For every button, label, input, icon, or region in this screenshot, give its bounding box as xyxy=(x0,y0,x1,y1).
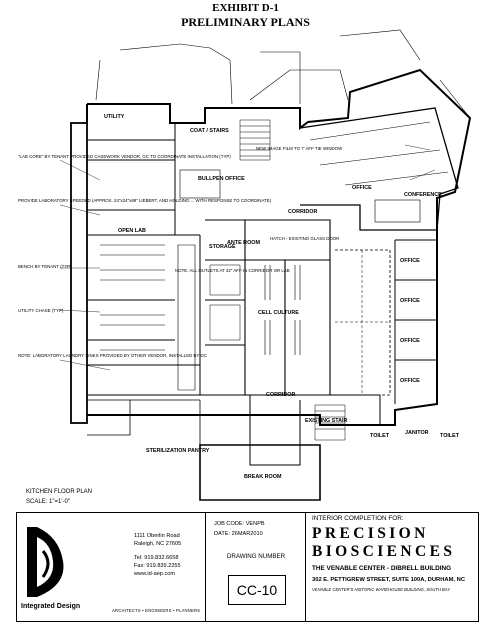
room-office-a: OFFICE xyxy=(400,258,420,264)
firm-fax: Fax: 919.839.2255 xyxy=(134,563,181,569)
room-corridor-south: CORRIDOR xyxy=(266,392,295,398)
note-laundry: NOTE: LABORATORY LAUNDRY SINKS PROVIDED … xyxy=(18,353,207,358)
historic-note: VENABLE CENTER'S HISTORIC WAREHOUSE BUIL… xyxy=(312,587,451,592)
note-outlets: NOTE: ALL OUTLETS AT 42" AFF IN CORRIDOR… xyxy=(175,268,290,273)
firm-tagline: ARCHITECTS • ENGINEERS • PLANNERS xyxy=(112,608,201,613)
note-utility: UTILITY CHASE (TYP) xyxy=(18,308,64,313)
room-bullpen: BULLPEN OFFICE xyxy=(198,176,245,182)
room-ante-room: ANTE ROOM xyxy=(227,240,260,246)
firm-tel: Tel: 919.832.6658 xyxy=(134,555,179,561)
drawing-number: CC-10 xyxy=(228,575,286,605)
room-janitor: JANITOR xyxy=(405,430,429,436)
note-hood: PROVIDE LABORATORY SPEEDED (APPROX. 24"x… xyxy=(18,198,272,203)
client-cell: INTERIOR COMPLETION FOR: PRECISION BIOSC… xyxy=(306,513,478,621)
note-window: NEW IMAGE FILM TO 7' AFF TIE WINDOW xyxy=(256,146,343,151)
exhibit-label: EXHIBIT D-1 xyxy=(212,2,279,14)
floor-plan-drawing: UTILITY COAT / STAIRS BULLPEN OFFICE COR… xyxy=(18,29,472,501)
drawing-scale: SCALE: 1"=1'-0" xyxy=(26,499,70,505)
job-cell: JOB CODE: VENPB DATE: 26MAR2010 DRAWING … xyxy=(206,513,306,621)
drawing-number-label: DRAWING NUMBER xyxy=(226,553,286,560)
note-bench: BENCH BY TENANT (TYP) xyxy=(18,264,72,269)
client-name-line2: BIOSCIENCES xyxy=(312,543,456,560)
firm-name: Integrated Design xyxy=(21,603,81,610)
room-storage: STORAGE xyxy=(209,244,236,250)
firm-address-1: 1111 Oberlin Road xyxy=(134,533,180,539)
note-hatch: HATCH - EXISTING GLASS DOOR xyxy=(270,236,339,241)
title-block: Integrated Design 1111 Oberlin Road Rale… xyxy=(16,512,479,622)
room-labels: UTILITY COAT / STAIRS BULLPEN OFFICE COR… xyxy=(104,114,460,480)
room-office-d: OFFICE xyxy=(400,378,420,384)
job-code: JOB CODE: VENPB xyxy=(214,521,265,527)
firm-address-2: Raleigh, NC 27605 xyxy=(134,541,182,547)
job-date: DATE: 26MAR2010 xyxy=(214,531,263,537)
building-name: THE VENABLE CENTER - DIBRELL BUILDING xyxy=(312,565,452,572)
room-office-c: OFFICE xyxy=(400,338,420,344)
room-corridor-north: CORRIDOR xyxy=(288,209,317,215)
client-name-line1: PRECISION xyxy=(312,525,429,542)
room-office-b: OFFICE xyxy=(400,298,420,304)
room-existing-stair: EXISTING STAIR xyxy=(305,418,348,424)
building-address: 302 E. PETTIGREW STREET, SUITE 100A, DUR… xyxy=(312,577,466,583)
room-conference: CONFERENCE xyxy=(404,192,442,198)
room-toilet-a: TOILET xyxy=(370,433,390,439)
room-toilet-b: TOILET xyxy=(440,433,460,439)
room-sterilization: STERILIZATION PANTRY xyxy=(146,448,210,454)
firm-cell: Integrated Design 1111 Oberlin Road Rale… xyxy=(17,513,206,621)
note-lab-core: "LAB CORE" BY TENANT PROVIDED CASEWORK V… xyxy=(18,154,231,159)
room-office-skew: OFFICE xyxy=(352,185,372,191)
room-open-lab: OPEN LAB xyxy=(118,228,146,234)
client-intro: INTERIOR COMPLETION FOR: xyxy=(312,515,404,522)
room-break-room: BREAK ROOM xyxy=(244,474,282,480)
room-cell-culture: CELL CULTURE xyxy=(258,310,299,316)
firm-web: www.id-aep.com xyxy=(134,571,176,577)
page-title: PRELIMINARY PLANS xyxy=(181,15,310,29)
room-coat-stairs: COAT / STAIRS xyxy=(190,128,229,134)
drawing-title: KITCHEN FLOOR PLAN xyxy=(26,489,93,495)
room-utility: UTILITY xyxy=(104,114,125,120)
plan-notes: "LAB CORE" BY TENANT PROVIDED CASEWORK V… xyxy=(18,146,343,358)
integrated-design-logo xyxy=(27,527,64,597)
